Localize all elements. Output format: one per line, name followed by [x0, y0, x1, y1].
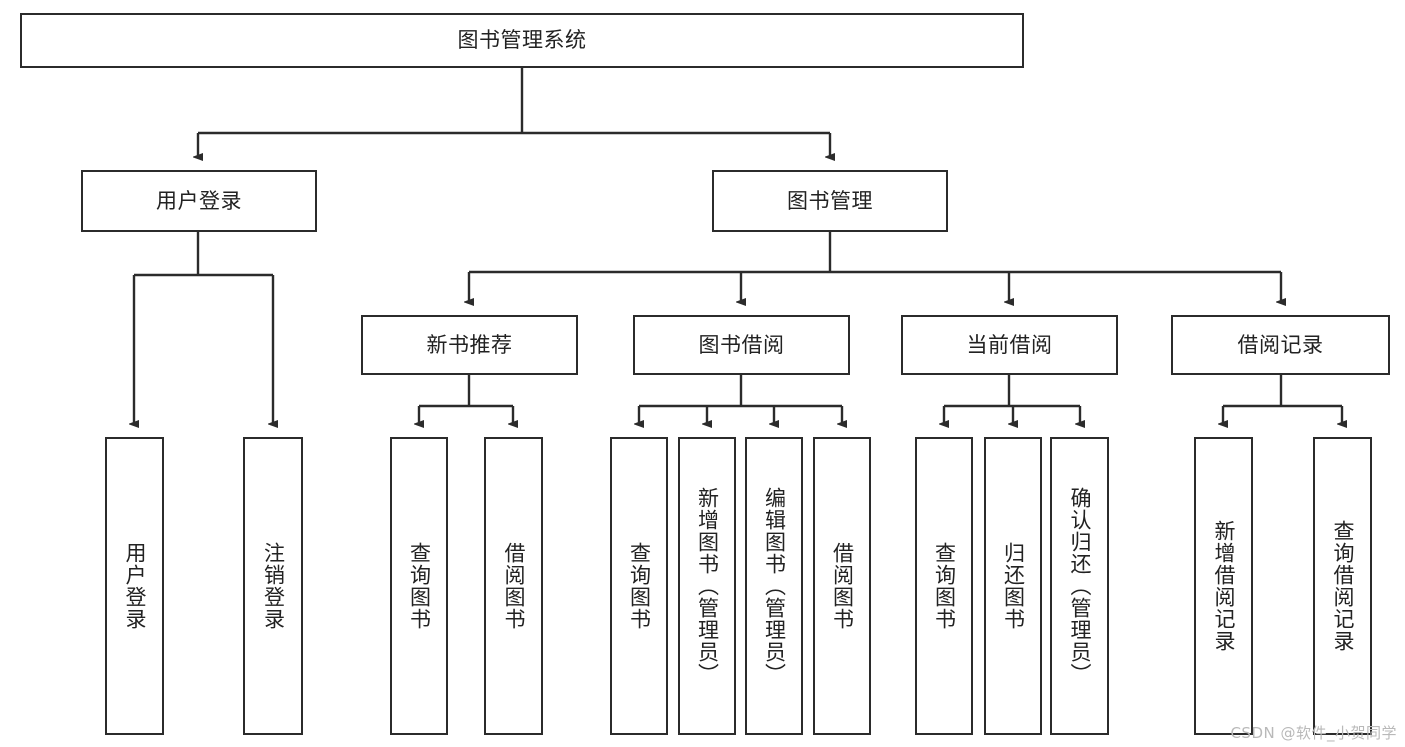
node-leaf-logout-login-label: 注销登录: [261, 542, 286, 630]
node-leaf-logout-login[interactable]: 注销登录: [243, 437, 303, 735]
node-book-management-label: 图书管理: [787, 188, 873, 213]
node-leaf-confirm-return-label: 确认归还（管理员）: [1068, 487, 1092, 685]
node-leaf-query-book-1[interactable]: 查询图书: [390, 437, 448, 735]
node-leaf-borrow-book-2-label: 借阅图书: [830, 542, 855, 630]
node-book-borrow-label: 图书借阅: [698, 332, 785, 357]
node-borrow-record[interactable]: 借阅记录: [1171, 315, 1390, 375]
node-leaf-add-record[interactable]: 新增借阅记录: [1194, 437, 1253, 735]
node-new-book-recommend-label: 新书推荐: [426, 332, 513, 357]
node-user-login[interactable]: 用户登录: [81, 170, 317, 232]
node-leaf-query-book-1-label: 查询图书: [407, 542, 432, 630]
node-borrow-record-label: 借阅记录: [1237, 332, 1324, 357]
node-leaf-user-login[interactable]: 用户登录: [105, 437, 164, 735]
node-leaf-borrow-book-1[interactable]: 借阅图书: [484, 437, 543, 735]
node-leaf-confirm-return[interactable]: 确认归还（管理员）: [1050, 437, 1109, 735]
node-leaf-user-login-label: 用户登录: [123, 542, 147, 630]
node-root[interactable]: 图书管理系统: [20, 13, 1024, 68]
node-leaf-add-book-label: 新增图书（管理员）: [695, 487, 720, 685]
node-current-borrow-label: 当前借阅: [966, 332, 1053, 357]
node-new-book-recommend[interactable]: 新书推荐: [361, 315, 578, 375]
node-user-login-label: 用户登录: [156, 188, 242, 213]
node-root-label: 图书管理系统: [457, 28, 587, 53]
node-leaf-borrow-book-1-label: 借阅图书: [502, 542, 526, 630]
node-leaf-add-record-label: 新增借阅记录: [1212, 520, 1236, 652]
node-leaf-query-book-2-label: 查询图书: [627, 542, 652, 630]
watermark-text: CSDN @软件_小贺同学: [1230, 724, 1397, 742]
node-book-management[interactable]: 图书管理: [712, 170, 948, 232]
node-leaf-add-book[interactable]: 新增图书（管理员）: [678, 437, 736, 735]
node-leaf-return-book-label: 归还图书: [1001, 542, 1026, 630]
node-book-borrow[interactable]: 图书借阅: [633, 315, 850, 375]
node-leaf-query-book-2[interactable]: 查询图书: [610, 437, 668, 735]
node-leaf-return-book[interactable]: 归还图书: [984, 437, 1042, 735]
node-current-borrow[interactable]: 当前借阅: [901, 315, 1118, 375]
node-leaf-borrow-book-2[interactable]: 借阅图书: [813, 437, 871, 735]
node-leaf-query-book-3-label: 查询图书: [932, 542, 957, 630]
node-leaf-edit-book[interactable]: 编辑图书（管理员）: [745, 437, 803, 735]
node-leaf-query-book-3[interactable]: 查询图书: [915, 437, 973, 735]
node-leaf-query-record[interactable]: 查询借阅记录: [1313, 437, 1372, 735]
node-leaf-query-record-label: 查询借阅记录: [1331, 520, 1355, 652]
node-leaf-edit-book-label: 编辑图书（管理员）: [762, 487, 787, 685]
